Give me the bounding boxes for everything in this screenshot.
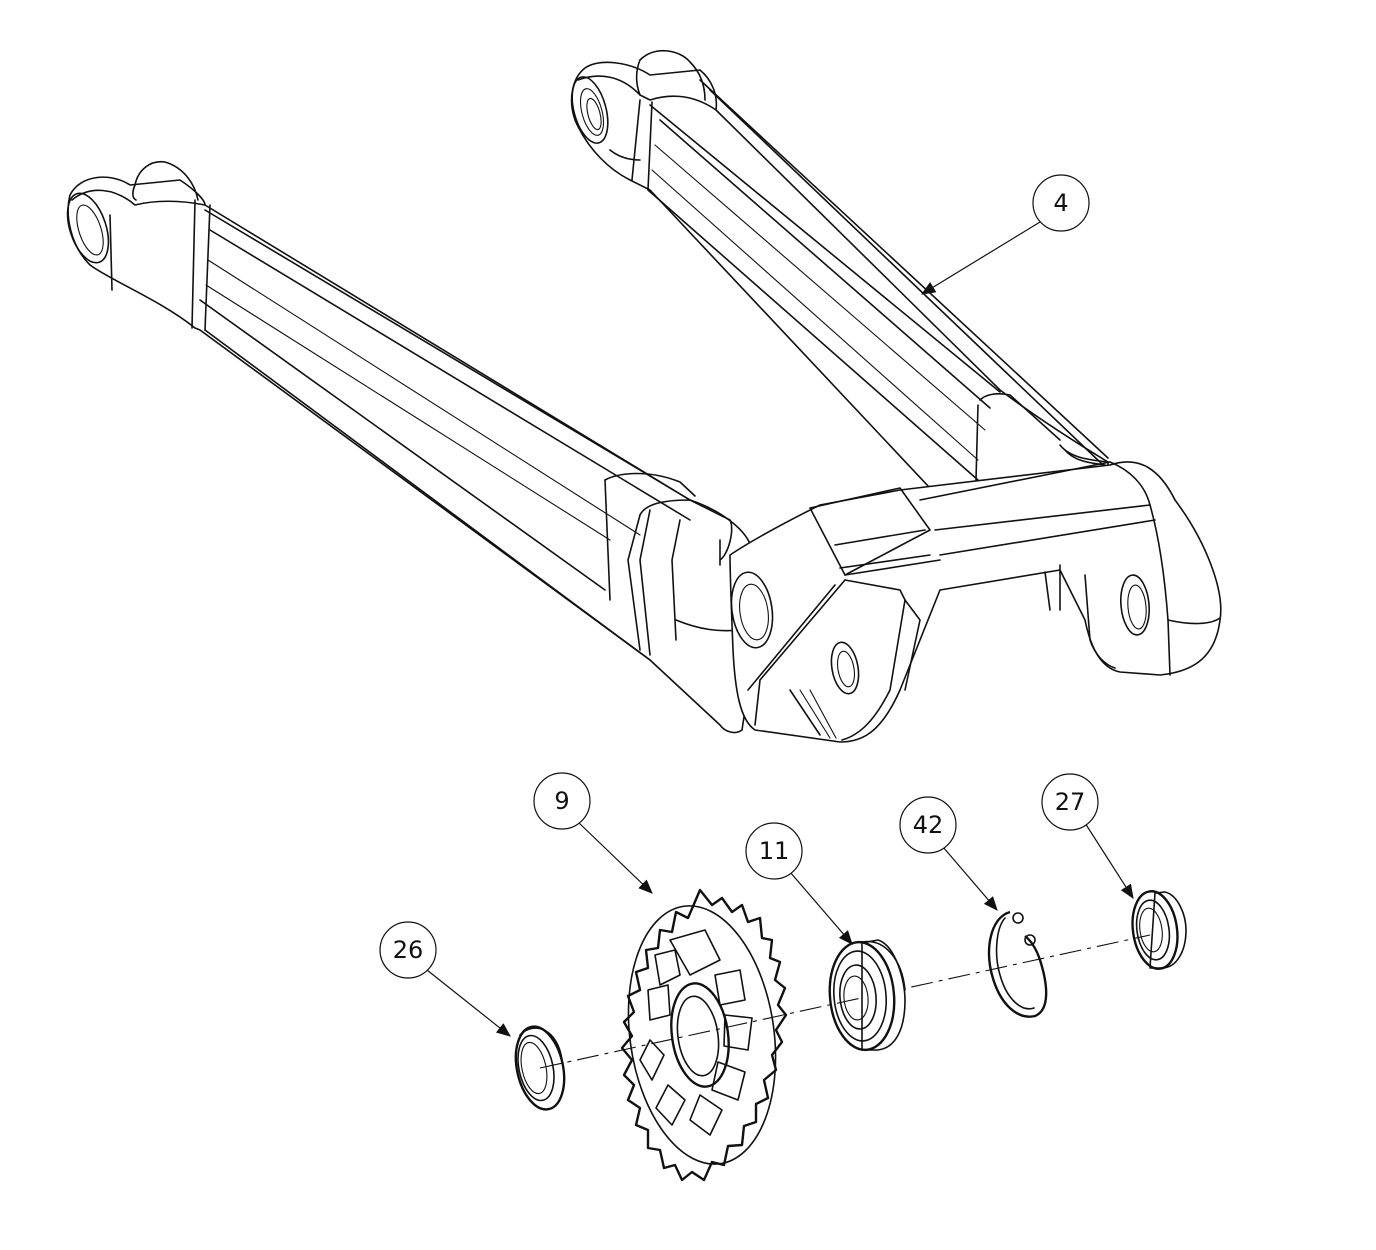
callout-label-27: 27 bbox=[1055, 788, 1086, 816]
bearing-11 bbox=[828, 939, 906, 1052]
callout-label-42: 42 bbox=[913, 811, 944, 839]
callout-4: 4 bbox=[920, 174, 1090, 295]
callout-26: 26 bbox=[379, 921, 511, 1037]
callout-label-9: 9 bbox=[554, 787, 569, 815]
callout-42: 42 bbox=[899, 796, 998, 911]
callout-label-4: 4 bbox=[1053, 189, 1068, 217]
spacer-26 bbox=[514, 1025, 566, 1111]
callout-9: 9 bbox=[533, 772, 653, 894]
sprocket-9 bbox=[620, 888, 788, 1182]
callout-label-26: 26 bbox=[393, 936, 424, 964]
callout-11: 11 bbox=[745, 822, 853, 945]
callout-label-11: 11 bbox=[759, 837, 790, 865]
yoke bbox=[729, 461, 1222, 743]
callout-27: 27 bbox=[1041, 773, 1134, 900]
assembly-axis bbox=[539, 934, 1151, 1069]
swingarm-assembly bbox=[66, 50, 1222, 743]
spacer-27 bbox=[1131, 890, 1187, 970]
rear-arm bbox=[570, 50, 1109, 561]
front-arm bbox=[66, 160, 753, 734]
circlip-42 bbox=[987, 910, 1048, 1018]
